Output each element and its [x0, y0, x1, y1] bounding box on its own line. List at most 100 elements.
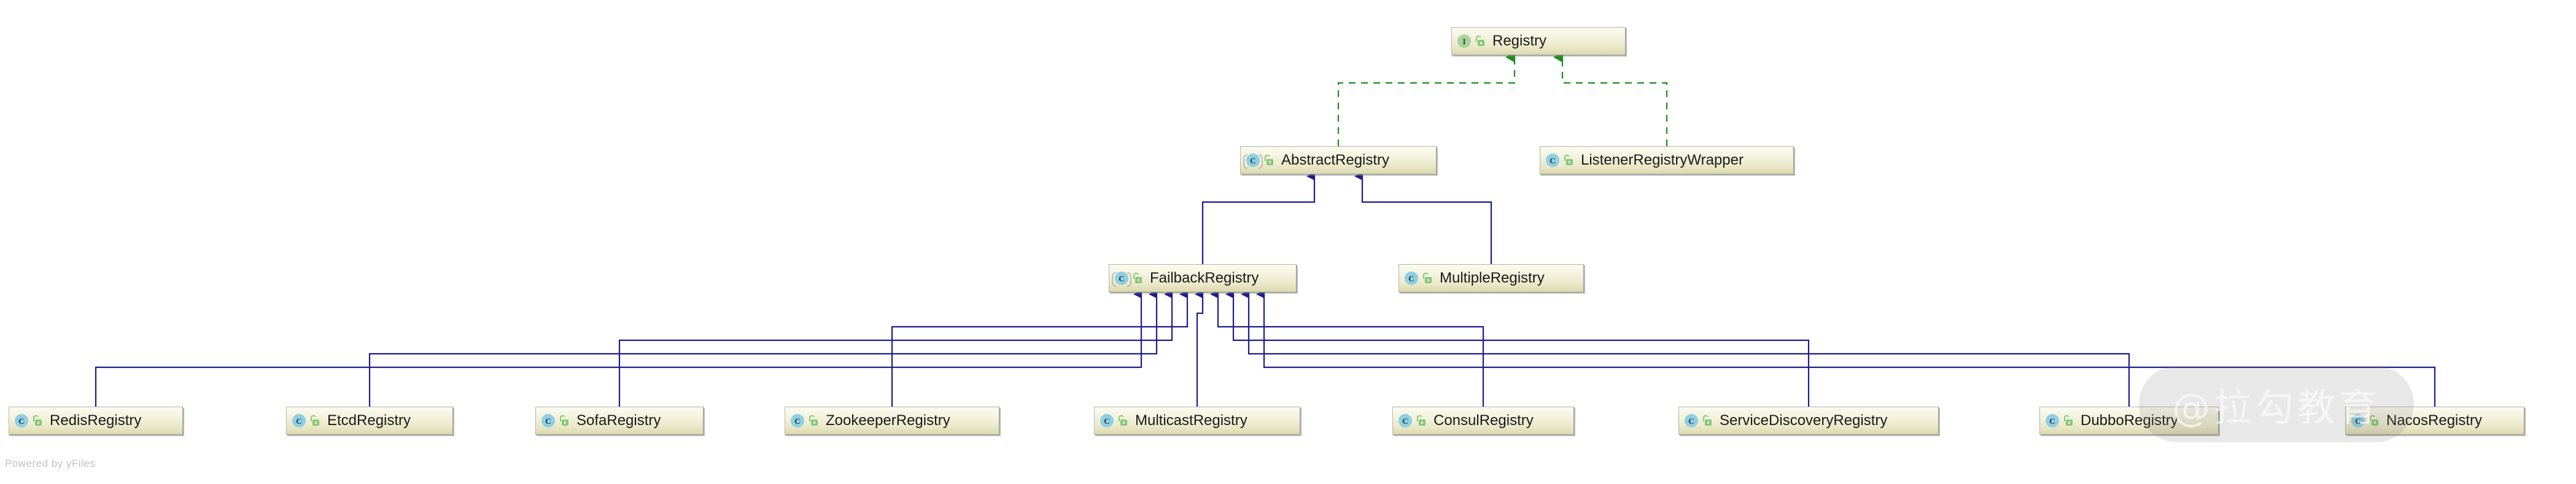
badge-letter: C [1546, 154, 1559, 167]
node-glyphs: C [15, 414, 43, 427]
node-glyphs: C [2351, 414, 2380, 427]
node-label: RedisRegistry [50, 412, 142, 429]
edge-extends [1256, 290, 2436, 407]
unlock-icon [809, 415, 819, 426]
uml-node-multicast_registry[interactable]: C MulticastRegistry [1094, 407, 1300, 435]
unlock-icon [2064, 415, 2074, 426]
node-label: SofaRegistry [576, 412, 661, 429]
uml-node-consul_registry[interactable]: C ConsulRegistry [1392, 407, 1574, 435]
node-glyphs: C [541, 414, 570, 427]
badge-letter: C [1246, 154, 1260, 167]
edge-extends [368, 290, 1158, 407]
unlock-icon [2370, 415, 2380, 426]
interface-badge-icon: I [1457, 34, 1471, 48]
node-label: DubboRegistry [2081, 412, 2178, 429]
class-badge-icon: C [1405, 271, 1418, 285]
node-label: ServiceDiscoveryRegistry [1720, 412, 1888, 429]
badge-letter: I [1457, 34, 1471, 48]
class-badge-icon: C [1112, 271, 1131, 287]
node-label: NacosRegistry [2386, 412, 2483, 429]
unlock-icon [1564, 155, 1574, 166]
edge-implements [1337, 52, 1516, 146]
node-glyphs: C [2046, 414, 2074, 427]
edge-extends [618, 290, 1173, 407]
node-glyphs: C [1685, 414, 1713, 427]
edge-extends [1210, 290, 1484, 407]
unlock-icon [1703, 415, 1713, 426]
class-badge-icon: C [2351, 414, 2365, 427]
uml-node-dubbo_registry[interactable]: C DubboRegistry [2039, 407, 2219, 435]
node-glyphs: C [1112, 271, 1143, 287]
unlock-icon [1417, 415, 1427, 426]
edge-implements [1553, 52, 1668, 146]
badge-letter: C [292, 414, 306, 427]
uml-node-etcd_registry[interactable]: C EtcdRegistry [286, 407, 453, 435]
badge-letter: C [1100, 414, 1114, 427]
edge-extends [1354, 172, 1492, 264]
badge-letter: C [1405, 271, 1418, 285]
node-glyphs: C [1399, 414, 1427, 427]
uml-node-listener_registry_wrapper[interactable]: C ListenerRegistryWrapper [1540, 146, 1794, 174]
uml-node-redis_registry[interactable]: C RedisRegistry [9, 407, 183, 435]
class-badge-icon: C [1685, 414, 1698, 427]
badge-letter: C [1685, 414, 1698, 427]
uml-node-registry[interactable]: I Registry [1451, 27, 1626, 55]
node-label: MulticastRegistry [1135, 412, 1247, 429]
unlock-icon [1119, 415, 1128, 426]
edge-extends [95, 290, 1143, 407]
class-badge-icon: C [1399, 414, 1412, 427]
node-label: ZookeeperRegistry [826, 412, 950, 429]
badge-letter: C [541, 414, 555, 427]
class-badge-icon: C [1243, 154, 1263, 169]
badge-letter: C [791, 414, 804, 427]
class-badge-icon: C [541, 414, 555, 427]
badge-letter: C [15, 414, 28, 427]
unlock-icon [33, 415, 43, 426]
class-badge-icon: C [292, 414, 306, 427]
unlock-icon [1265, 155, 1274, 166]
node-label: EtcdRegistry [327, 412, 411, 429]
uml-node-multiple_registry[interactable]: C MultipleRegistry [1399, 264, 1584, 292]
node-label: Registry [1492, 33, 1547, 49]
unlock-icon [1476, 36, 1486, 47]
uml-node-service_discovery_registry[interactable]: C ServiceDiscoveryRegistry [1678, 407, 1939, 435]
unlock-icon [1133, 273, 1143, 284]
node-glyphs: C [1405, 271, 1433, 285]
class-badge-icon: C [1100, 414, 1114, 427]
node-glyphs: C [1100, 414, 1128, 427]
node-glyphs: C [1243, 154, 1274, 169]
edge-extends [1201, 172, 1316, 264]
powered-by-credit: Powered by yFiles [5, 458, 96, 469]
unlock-icon [1423, 273, 1433, 284]
uml-node-failback_registry[interactable]: C FailbackRegistry [1109, 264, 1297, 292]
node-glyphs: C [292, 414, 320, 427]
edge-paths [95, 52, 2436, 407]
class-badge-icon: C [791, 414, 804, 427]
badge-letter: C [2046, 414, 2059, 427]
edge-extends [891, 290, 1189, 407]
node-label: FailbackRegistry [1150, 270, 1259, 286]
node-glyphs: C [1546, 154, 1574, 167]
node-label: MultipleRegistry [1440, 270, 1545, 286]
class-badge-icon: C [1546, 154, 1559, 167]
node-glyphs: I [1457, 34, 1486, 48]
node-label: ConsulRegistry [1433, 412, 1534, 429]
uml-node-sofa_registry[interactable]: C SofaRegistry [535, 407, 704, 435]
badge-letter: C [1399, 414, 1412, 427]
class-badge-icon: C [2046, 414, 2059, 427]
unlock-icon [560, 415, 570, 426]
uml-node-nacos_registry[interactable]: C NacosRegistry [2345, 407, 2524, 435]
node-label: ListenerRegistryWrapper [1581, 152, 1744, 168]
class-badge-icon: C [15, 414, 28, 427]
edge-extends [1225, 290, 1810, 407]
edge-extends [1241, 290, 2130, 407]
edge-extends [1195, 290, 1204, 407]
badge-letter: C [1115, 271, 1128, 285]
badge-letter: C [2351, 414, 2365, 427]
uml-node-zookeeper_registry[interactable]: C ZookeeperRegistry [785, 407, 999, 435]
node-glyphs: C [791, 414, 819, 427]
unlock-icon [311, 415, 320, 426]
